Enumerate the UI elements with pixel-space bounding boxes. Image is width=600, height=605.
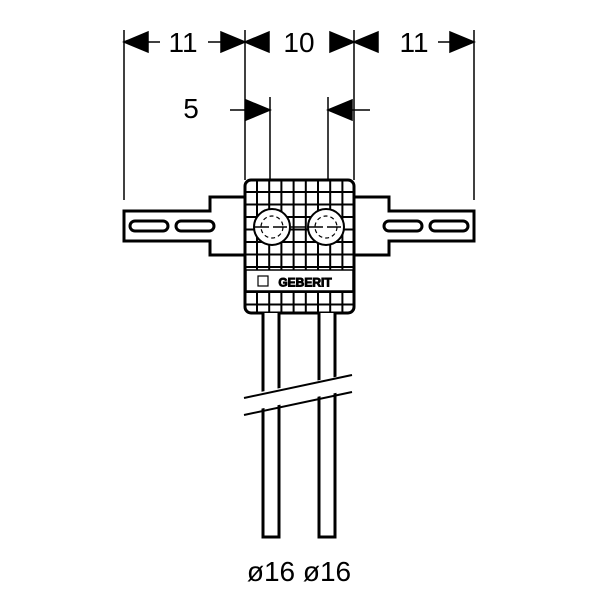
brand-label: GEBERIT <box>278 276 332 290</box>
brand-logo-square <box>257 275 269 287</box>
pipe-right-diameter: ø16 <box>303 556 351 587</box>
pipe-right <box>317 313 337 539</box>
extension-lines <box>123 30 475 250</box>
connection-block: GEBERIT <box>243 178 356 315</box>
pipe-left-diameter: ø16 <box>247 556 295 587</box>
dimension-offset: 5 <box>183 93 199 124</box>
slot <box>382 219 424 233</box>
slot <box>428 219 470 233</box>
slot <box>174 219 216 233</box>
slot <box>128 219 170 233</box>
mounting-bar <box>122 195 476 257</box>
pipe-left <box>261 313 281 539</box>
pipes <box>240 313 355 539</box>
dimension-right: 11 <box>399 27 428 58</box>
dimension-arrows <box>122 30 476 122</box>
dimension-left: 11 <box>168 27 197 58</box>
outlets <box>253 208 345 246</box>
dimension-center: 10 <box>283 27 314 58</box>
